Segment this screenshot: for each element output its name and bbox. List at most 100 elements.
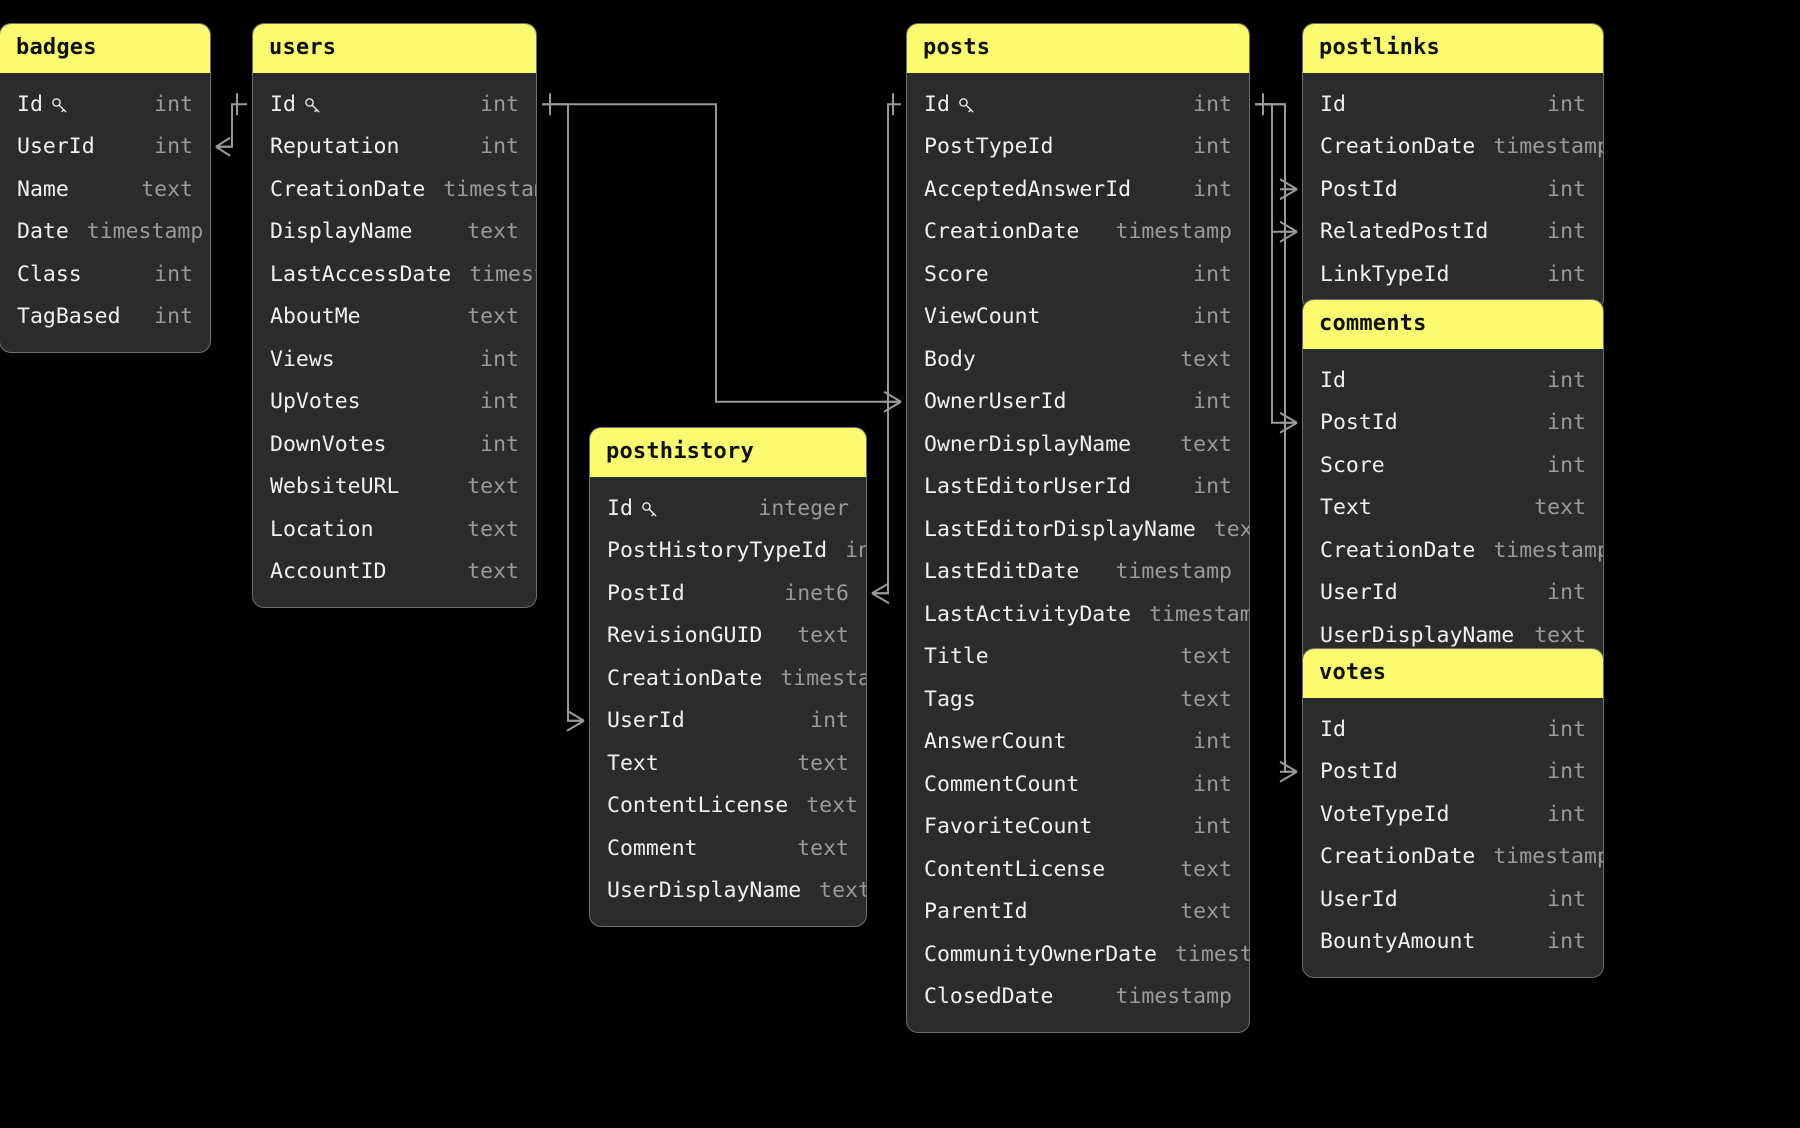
field-type: timestamp xyxy=(443,176,536,202)
field-name: Tags xyxy=(924,687,976,712)
field-name: UserDisplayName xyxy=(607,878,801,903)
field-type: int xyxy=(1193,474,1232,500)
field-name: Score xyxy=(1320,453,1385,478)
connector-posts-id-to-comments-postid xyxy=(1255,103,1297,424)
field-name-label: LastEditorDisplayName xyxy=(924,516,1196,542)
field-name: Text xyxy=(1320,495,1372,520)
field-row[interactable]: CommunityOwnerDatetimestamp xyxy=(907,933,1249,976)
field-name-label: AnswerCount xyxy=(924,729,1067,755)
field-name-label: TagBased xyxy=(17,304,121,330)
field-type: text xyxy=(819,878,866,904)
field-name: LastEditorDisplayName xyxy=(924,517,1196,542)
field-row[interactable]: LastEditorDisplayNametext xyxy=(907,508,1249,551)
field-name: UserId xyxy=(1320,887,1398,912)
field-name: VoteTypeId xyxy=(1320,802,1449,827)
field-type: int xyxy=(480,389,519,415)
field-type: int xyxy=(1193,771,1232,797)
field-row[interactable]: UserDisplayName text xyxy=(590,870,866,913)
crowfoot-badges-userid-c xyxy=(215,145,231,157)
table-card-posthistory[interactable]: posthistoryIdintegerPostHistoryTypeIdint… xyxy=(590,428,866,926)
field-name-label: Body xyxy=(924,346,976,372)
connector-users-id-to-posts-owneruserid xyxy=(542,103,901,403)
field-type: timestamp xyxy=(1115,559,1233,585)
crowfoot-posthistory-postid-a xyxy=(871,582,890,595)
field-row[interactable]: PostHistoryTypeIdint xyxy=(590,530,866,573)
field-row[interactable]: LastActivityDatetimestamp xyxy=(907,593,1249,636)
field-name: Id xyxy=(1320,368,1346,393)
field-row[interactable]: LastAccessDatetimestamp xyxy=(253,253,536,296)
field-name: PostId xyxy=(1320,410,1398,435)
table-title-posthistory: posthistory xyxy=(590,428,866,477)
